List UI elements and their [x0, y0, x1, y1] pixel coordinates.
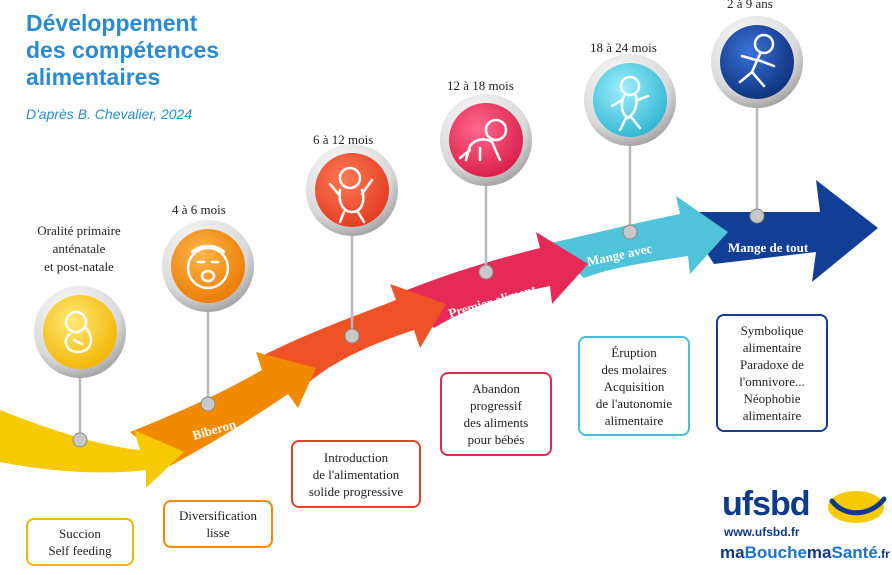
box-stage-0: Succion Self feeding — [26, 518, 134, 566]
arrow-segments — [0, 180, 878, 488]
pin-dot-0 — [72, 432, 88, 448]
ufsbd-logo: ufsbd www.ufsbd.fr maBouchemaSanté.fr — [720, 485, 890, 573]
title-line-2: des compétences — [26, 37, 220, 63]
box-stage-3: Abandon progressif des aliments pour béb… — [440, 372, 552, 456]
subtitle-source: D'après B. Chevalier, 2024 — [26, 106, 193, 122]
stage-0-line-1: Oralité primaire — [37, 223, 121, 238]
tagline-d: Santé — [831, 543, 878, 562]
pin-dot-1 — [200, 396, 216, 412]
box-4-line-2: des molaires — [601, 361, 667, 377]
title-line-1: Développement — [26, 10, 198, 36]
stage-0-label: Oralité primaire anténatale et post-nata… — [14, 222, 144, 276]
age-label-5: 2 à 9 ans — [727, 0, 773, 11]
box-4-line-1: Éruption — [611, 344, 657, 360]
box-5-line-4: l'omnivore... — [739, 374, 805, 389]
box-5-line-1: Symbolique — [740, 323, 804, 338]
arrow-segment-yellow — [0, 410, 184, 488]
box-3-line-3: des aliments — [463, 415, 529, 430]
box-5-line-2: alimentaire — [742, 340, 802, 355]
pin-dot-2 — [344, 328, 360, 344]
running-child-icon — [738, 33, 776, 88]
stage-0-line-3: et post-natale — [44, 259, 114, 274]
box-0-line-1: Succion — [59, 526, 101, 541]
page-title: Développement des compétences alimentair… — [26, 10, 219, 91]
age-label-3: 12 à 18 mois — [447, 78, 514, 93]
medallion-0 — [34, 286, 126, 378]
tagline-a: ma — [720, 543, 745, 562]
tagline-b: Bouche — [744, 543, 807, 562]
box-stage-5: Symbolique alimentaire Paradoxe de l'omn… — [716, 314, 828, 432]
box-stage-1: Diversification lisse — [163, 500, 273, 548]
age-label-2: 6 à 12 mois — [313, 132, 374, 147]
arrow-segment-cyan — [546, 196, 728, 278]
medallion-5 — [711, 16, 803, 108]
fetus-icon — [64, 310, 93, 354]
box-2-line-2: de l'alimentation — [312, 466, 400, 482]
box-2-line-3: solide progressive — [308, 483, 404, 499]
box-4-line-3: Acquisition — [603, 378, 665, 394]
sitting-baby-icon — [328, 166, 374, 224]
pin-dot-3 — [478, 264, 494, 280]
box-5-line-5: Néophobie — [743, 391, 801, 406]
arrow-segment-orange — [130, 352, 316, 466]
medallion-4 — [584, 54, 676, 146]
box-1-line-1: Diversification — [179, 508, 257, 523]
pin-dot-5 — [749, 208, 765, 224]
tagline-c: ma — [806, 543, 832, 562]
crying-baby-icon — [186, 244, 230, 290]
age-label-1: 4 à 6 mois — [172, 202, 226, 217]
title-line-3: alimentaires — [26, 64, 161, 90]
crawling-baby-icon — [458, 118, 508, 162]
arrow-label-mange-de-tout: Mange de tout — [728, 240, 809, 255]
medallion-2 — [306, 144, 398, 236]
medallion-1 — [162, 220, 254, 312]
box-3-line-2: progressif — [470, 398, 522, 413]
tagline-e: .fr — [877, 547, 890, 561]
logo-wordmark: ufsbd — [722, 485, 811, 523]
box-5-line-6: alimentaire — [742, 408, 802, 423]
stage-0-line-2: anténatale — [52, 241, 106, 256]
age-label-4: 18 à 24 mois — [590, 40, 657, 55]
arrow-segment-pink — [402, 232, 588, 328]
box-4-line-5: alimentaire — [604, 412, 664, 428]
pin-dot-4 — [622, 224, 638, 240]
medallion-3 — [440, 94, 532, 186]
box-stage-2: Introduction de l'alimentation solide pr… — [291, 440, 421, 508]
box-4-line-4: de l'autonomie — [595, 395, 673, 411]
walking-toddler-icon — [610, 75, 650, 132]
box-2-line-1: Introduction — [323, 449, 389, 465]
box-0-line-2: Self feeding — [48, 543, 112, 558]
logo-url: www.ufsbd.fr — [724, 525, 800, 539]
arrow-segment-dark-blue — [680, 180, 878, 282]
smile-swoosh-icon — [828, 491, 887, 523]
logo-tagline: maBouchemaSanté.fr — [720, 543, 890, 563]
box-stage-4: Éruption des molaires Acquisition de l'a… — [578, 336, 690, 436]
box-5-line-3: Paradoxe de — [740, 357, 804, 372]
box-3-line-4: pour bébés — [467, 432, 525, 447]
box-1-line-2: lisse — [206, 525, 230, 540]
box-3-line-1: Abandon — [472, 381, 520, 396]
